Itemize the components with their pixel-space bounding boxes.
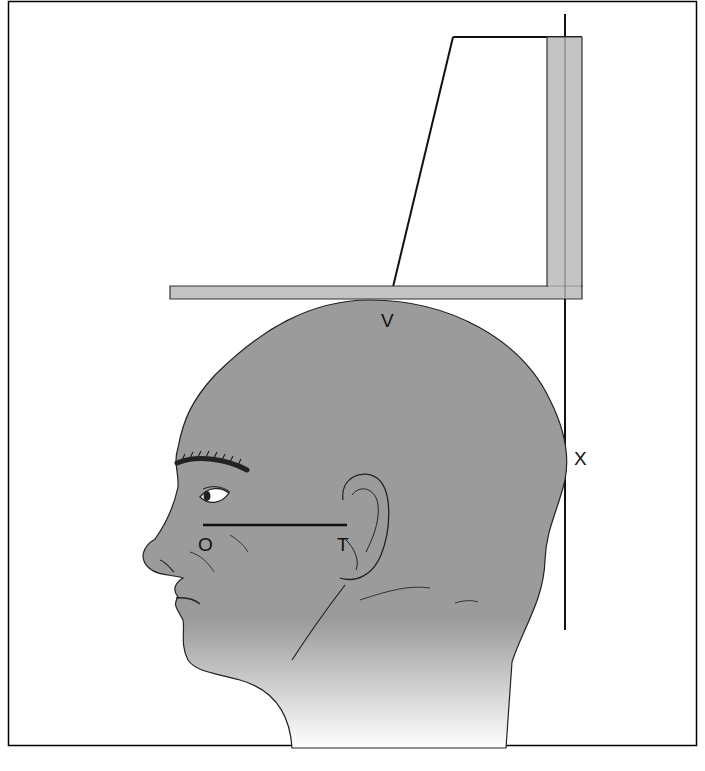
eyebrow-hairs — [182, 451, 241, 465]
ear-fold — [352, 489, 378, 552]
cheek-line — [230, 535, 248, 552]
orbitomeatal-line — [203, 524, 347, 527]
point-label: O — [198, 535, 213, 554]
point-label: X — [574, 449, 587, 468]
board-brace — [393, 37, 453, 287]
jaw-line — [292, 585, 345, 660]
point-label: V — [381, 311, 394, 330]
eye — [200, 488, 229, 502]
head-profile — [143, 300, 567, 748]
iris — [204, 491, 211, 501]
horizontal-board — [170, 286, 582, 299]
point-label: T — [337, 535, 349, 554]
cheek-line — [190, 552, 214, 572]
ear — [340, 474, 389, 579]
neck-line — [360, 587, 430, 600]
mouth-line — [176, 598, 200, 604]
neck-line — [455, 601, 478, 603]
eyebrow — [177, 459, 247, 470]
nostril — [160, 560, 174, 572]
